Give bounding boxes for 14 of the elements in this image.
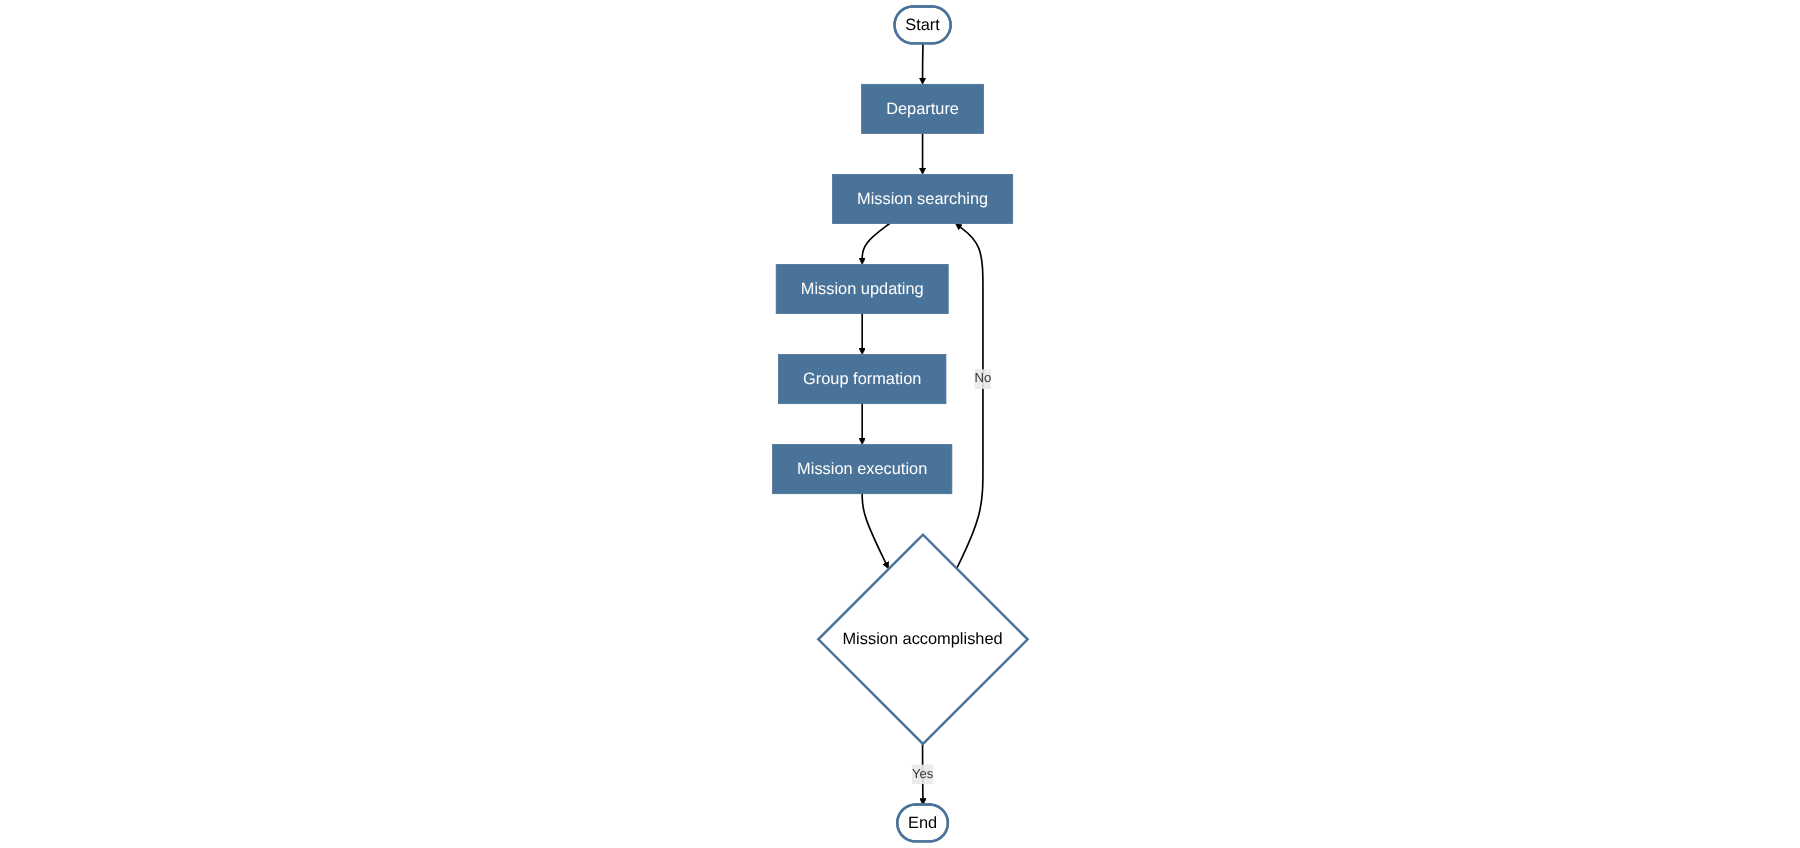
arrow [918,43,927,85]
arrow [858,222,891,265]
arrow [861,492,889,570]
arrow [919,743,927,806]
node-diamond: Mission accomplished [816,532,1030,746]
node-box: Mission updating [775,264,949,315]
node-box: Departure [861,83,984,134]
node-box: Mission execution [772,444,953,495]
arrow [918,132,927,175]
arrow [858,312,866,355]
node-box: Group formation [777,354,947,405]
arrow [858,402,866,445]
node-box: Mission searching [831,174,1013,224]
arrow [955,223,984,570]
